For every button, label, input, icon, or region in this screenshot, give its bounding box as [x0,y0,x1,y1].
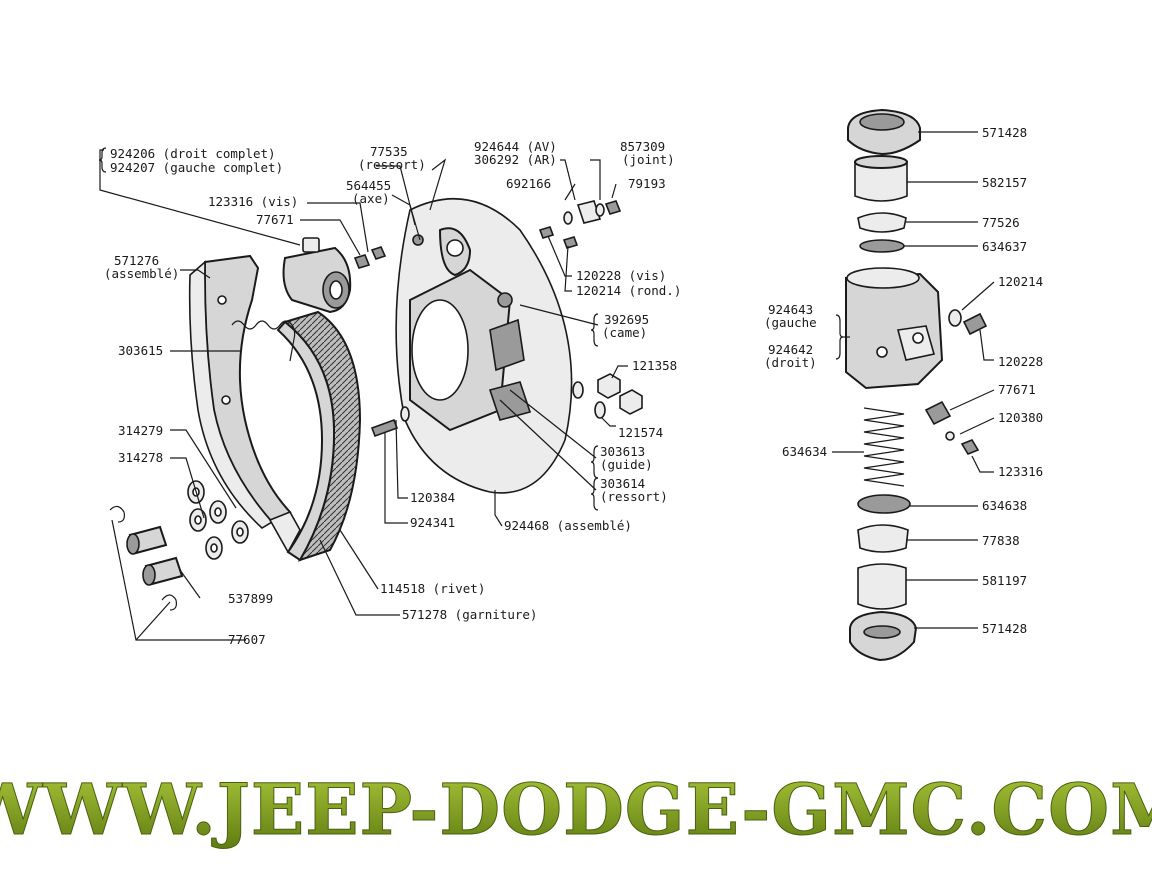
label-564455-axe: (axe) [352,191,390,206]
label-857309: 857309 [620,139,665,154]
label-121574: 121574 [618,425,663,440]
label-r-571428-top: 571428 [982,125,1027,140]
bleeder-screws [353,246,387,269]
label-77671: 77671 [256,212,294,227]
label-r-123316: 123316 [998,464,1043,479]
wheel-cylinder [282,237,352,314]
eccentric-washers [187,480,249,560]
label-r-120228: 120228 [998,354,1043,369]
label-392695: 392695 [604,312,649,327]
label-r-120380: 120380 [998,410,1043,425]
label-120228-vis: 120228 (vis) [576,268,666,283]
label-303614: 303614 [600,476,645,491]
label-r-581197: 581197 [982,573,1027,588]
brake-shoe-assembled [188,254,292,529]
label-314278: 314278 [118,450,163,465]
brake-line-fittings [538,200,622,249]
anchor-nuts [572,373,643,419]
label-924207: 924207 (gauche complet) [110,160,283,175]
label-r-924643: 924643 [768,302,813,317]
cylinder-spring [863,407,905,487]
label-79193: 79193 [628,176,666,191]
label-537899: 537899 [228,591,273,606]
backing-plate [395,198,573,494]
label-r-582157: 582157 [982,175,1027,190]
label-r-634634: 634634 [782,444,827,459]
website-banner: WWW.JEEP-DODGE-GMC.COM [0,768,1152,851]
label-r-120214: 120214 [998,274,1043,289]
label-392695-came: (came) [602,325,647,340]
return-spring [231,320,296,362]
label-857309-joint: (joint) [622,152,675,167]
label-303613: 303613 [600,444,645,459]
label-924468: 924468 (assemblé) [504,518,632,533]
label-571276-assemble: (assemblé) [104,266,179,281]
label-303615: 303615 [118,343,163,358]
label-564455: 564455 [346,178,391,193]
label-571278: 571278 (garniture) [402,607,537,622]
label-r-571428-bottom: 571428 [982,621,1027,636]
label-77535: 77535 [370,144,408,159]
label-314279: 314279 [118,423,163,438]
label-924206: 924206 (droit complet) [110,146,276,161]
right-leader-lines [832,131,995,629]
label-303613-guide: (guide) [600,457,653,472]
label-571276: 571276 [114,253,159,268]
label-114518: 114518 (rivet) [380,581,485,596]
label-123316-vis: 123316 (vis) [208,194,298,209]
plate-bolt [370,406,410,438]
cylinder-exploded-stack [845,108,988,662]
brake-lining-shoe [268,310,362,562]
label-692166: 692166 [506,176,551,191]
label-r-924643-gauche: (gauche [764,315,817,330]
label-r-77838: 77838 [982,533,1020,548]
adjuster-pins [109,505,184,611]
left-leader-lines [99,149,628,641]
right-part-labels: 571428 582157 77526 634637 120214 924643… [764,125,1043,636]
label-r-77526: 77526 [982,215,1020,230]
label-303614-ressort: (ressort) [600,489,668,504]
label-120384: 120384 [410,490,455,505]
label-r-634637: 634637 [982,239,1027,254]
label-77607: 77607 [228,632,266,647]
label-306292: 306292 (AR) [474,152,557,167]
label-120214-rond: 120214 (rond.) [576,283,681,298]
label-924644: 924644 (AV) [474,139,557,154]
label-924341: 924341 [410,515,455,530]
label-r-634638: 634638 [982,498,1027,513]
label-121358: 121358 [632,358,677,373]
label-r-924642-droit: (droit) [764,355,817,370]
left-part-labels: 924206 (droit complet) 924207 (gauche co… [104,139,681,647]
label-r-924642: 924642 [768,342,813,357]
label-r-77671: 77671 [998,382,1036,397]
label-77535-ressort: (ressort) [358,157,426,172]
left-braces [98,147,599,511]
